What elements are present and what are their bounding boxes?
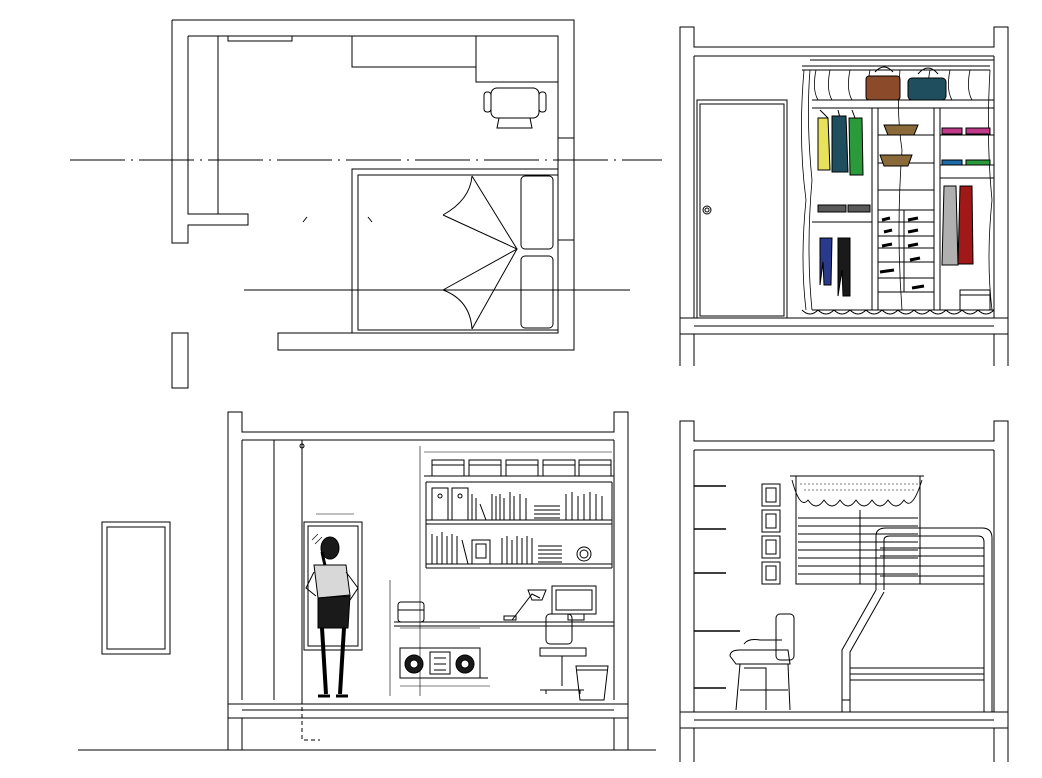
bunk-ceiling xyxy=(693,449,995,712)
bunk-floor xyxy=(680,711,1008,762)
wardrobe-frame xyxy=(810,59,994,311)
wardrobe-elevation xyxy=(679,26,1009,366)
bag-brown xyxy=(865,66,901,101)
plan-right-jamb xyxy=(558,137,574,241)
picture-frames xyxy=(761,483,781,585)
bunk-window xyxy=(790,475,924,585)
study-side-frame xyxy=(101,521,171,655)
wardrobe-floor xyxy=(680,317,1008,366)
plan-tick-marks xyxy=(302,216,373,223)
study-wall-panel xyxy=(273,440,303,700)
bunk-room-outline xyxy=(679,420,1009,762)
books-lower-shelf xyxy=(431,532,592,565)
plan-window xyxy=(227,35,293,42)
plan-bed xyxy=(351,168,559,334)
middle-column-shelves xyxy=(878,124,934,293)
bunk-bed-elevation xyxy=(679,420,1009,762)
wardrobe-rod xyxy=(802,65,990,71)
folded-shirts-right xyxy=(941,127,991,166)
woman-figure xyxy=(305,536,359,698)
wall-clock xyxy=(576,546,592,562)
window-blinds xyxy=(798,510,918,584)
jewelry-box xyxy=(397,601,425,623)
bag-teal xyxy=(907,67,947,101)
shoes-row xyxy=(879,216,925,290)
wardrobe-door xyxy=(696,99,788,319)
right-column-shelves xyxy=(940,127,994,311)
study-dimension-lines xyxy=(316,446,612,696)
plan-wall-top-inner xyxy=(188,35,559,333)
plan-outer-wall xyxy=(172,19,575,351)
plan-pillow-top xyxy=(520,175,554,250)
study-mirror xyxy=(303,521,363,651)
waste-bin xyxy=(575,665,609,701)
wardrobe-curtain-hem xyxy=(801,309,995,315)
basket-1 xyxy=(883,124,919,136)
bunk-wall-shelves xyxy=(694,485,740,689)
basket-2 xyxy=(879,154,913,167)
plan-pillow-bottom xyxy=(520,255,554,329)
study-floor xyxy=(228,703,628,750)
floor-plan xyxy=(70,19,662,389)
photo-frame xyxy=(471,539,491,565)
hanging-clothes-top-left xyxy=(817,109,864,176)
plan-desk xyxy=(475,36,558,83)
computer-monitor xyxy=(551,585,597,621)
top-storage-boxes xyxy=(431,459,612,477)
plan-wall-left-inner xyxy=(187,36,218,215)
storage-box xyxy=(959,289,991,311)
study-desk xyxy=(394,585,614,627)
study-ceiling xyxy=(241,439,615,700)
plan-wall-left xyxy=(171,20,249,244)
folded-clothes-left xyxy=(817,204,871,213)
study-dashed-line xyxy=(301,448,320,741)
books-upper-shelf xyxy=(431,487,603,521)
desk-lamp xyxy=(503,589,547,621)
office-chair xyxy=(539,613,587,694)
coat-grey xyxy=(941,185,959,266)
door-knob xyxy=(702,205,712,215)
plan-desk-chair xyxy=(483,87,547,129)
bunk-lower-bed xyxy=(850,667,984,681)
coat-red xyxy=(957,185,974,265)
bunk-bed xyxy=(841,527,993,712)
study-wall-elevation xyxy=(78,411,656,751)
wardrobe-room-outline xyxy=(679,26,1009,366)
study-room-outline xyxy=(227,411,629,750)
bunk-ladder-rail xyxy=(841,589,885,712)
window-valance xyxy=(790,475,924,507)
speakers-unit xyxy=(399,647,488,679)
bunk-desk-chair xyxy=(729,613,795,711)
study-shelving xyxy=(424,459,614,569)
plan-wardrobe xyxy=(351,36,477,68)
plan-door-jamb xyxy=(171,332,189,389)
plan-blanket-fold xyxy=(442,175,519,330)
hanging-pants-bottom-left xyxy=(812,221,872,297)
